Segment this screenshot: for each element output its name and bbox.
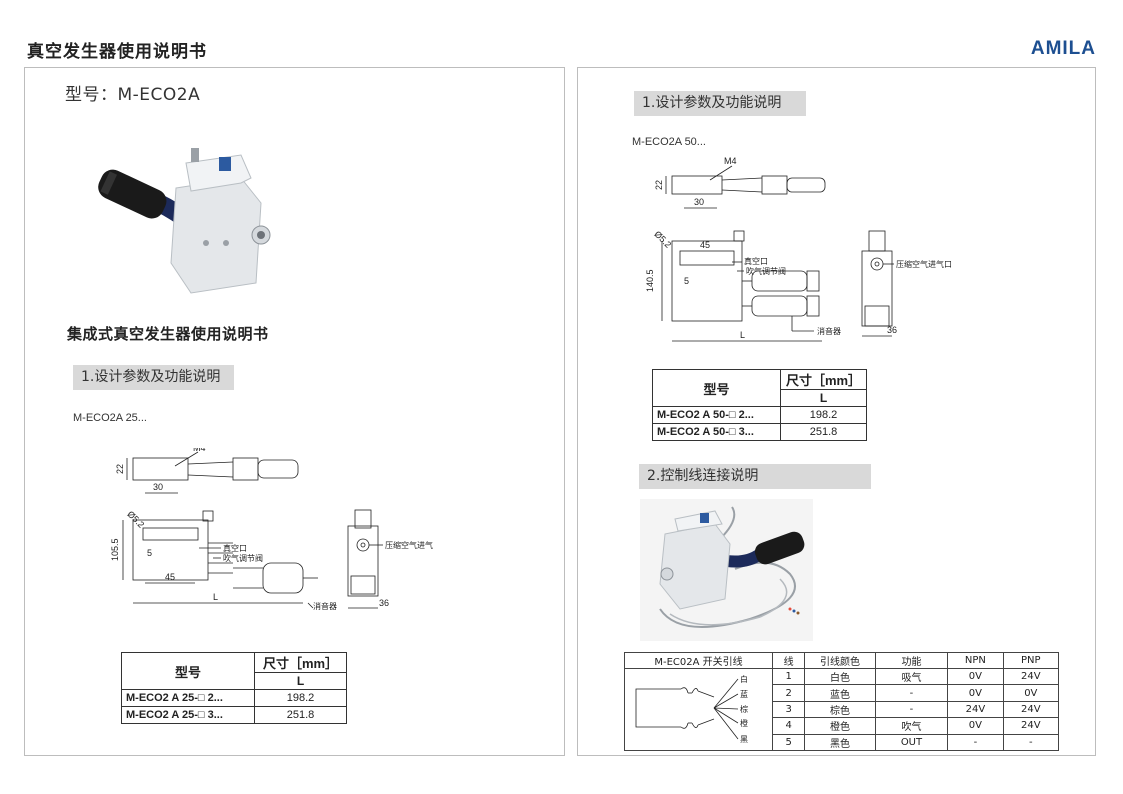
wiring-header-row: M-EC02A 开关引线 线 引线颜色 功能 NPN PNP xyxy=(623,652,1060,669)
table-row: 5 黑色 OUT - - xyxy=(625,733,1060,752)
dim-22: 22 xyxy=(654,180,664,190)
label-air-inlet: 压缩空气进气口 xyxy=(385,540,433,550)
dim-L: L xyxy=(740,330,745,340)
dim-140: 140.5 xyxy=(645,269,655,292)
left-panel: 型号：M-ECO2A 集成式真空发生器使用说明书 1.设计参数及功能说明 M-E… xyxy=(24,67,565,756)
dim-5: 5 xyxy=(684,276,689,286)
dim-36: 36 xyxy=(887,325,897,335)
table-row: M-ECO2 A 50-□ 2... 198.2 xyxy=(652,406,867,424)
dim-30: 30 xyxy=(694,197,704,207)
label-vacuum-port: 真空口 xyxy=(223,543,247,553)
label-vacuum-port: 真空口 xyxy=(744,256,768,266)
dim-105: 105.5 xyxy=(110,538,120,561)
section-tag-wiring: 2.控制线连接说明 xyxy=(639,464,871,489)
dim-phi: Ø5.2 xyxy=(652,229,673,250)
dim-5: 5 xyxy=(147,548,152,558)
label-muffler: 消音器 xyxy=(817,326,841,336)
table-header-model: 型号 xyxy=(121,652,255,690)
dim-45: 45 xyxy=(700,240,710,250)
section-tag-design: 1.设计参数及功能说明 xyxy=(73,365,234,390)
dim-36: 36 xyxy=(379,598,389,608)
table-row: M-ECO2 A 25-□ 2... 198.2 xyxy=(121,689,347,707)
wiring-diagram: 白 蓝 棕 橙 黑 xyxy=(623,668,774,751)
technical-drawing-25: M4 22 30 Ø5.2 105.5 5 45 L 36 真空口 吹气调节阀 … xyxy=(110,448,433,611)
table-header-size: 尺寸［mm］ xyxy=(780,369,867,390)
table-row: M-ECO2 A 25-□ 3... 251.8 xyxy=(121,706,347,724)
svg-text:棕: 棕 xyxy=(740,704,748,714)
dim-30: 30 xyxy=(153,482,163,492)
table-header-model: 型号 xyxy=(652,369,781,407)
cable-photo xyxy=(640,499,813,641)
sub-model-label: M-ECO2A 50... xyxy=(632,136,706,148)
table-header-L: L xyxy=(254,672,347,690)
section-tag-design: 1.设计参数及功能说明 xyxy=(634,91,806,116)
page-title: 真空发生器使用说明书 xyxy=(27,42,207,62)
table-row: M-ECO2 A 50-□ 3... 251.8 xyxy=(652,423,867,441)
dim-L: L xyxy=(213,592,218,602)
table-header-L: L xyxy=(780,389,867,407)
dim-phi: Ø5.2 xyxy=(125,509,146,530)
label-air-inlet: 压缩空气进气口 xyxy=(896,259,952,269)
dimension-table-25: 型号 尺寸［mm］ L M-ECO2 A 25-□ 2... 198.2 M-E… xyxy=(121,652,347,724)
right-panel: 1.设计参数及功能说明 M-ECO2A 50... xyxy=(577,67,1096,756)
brand-logo: AMILA xyxy=(1030,38,1096,59)
label-blow-valve: 吹气调节阀 xyxy=(746,266,786,276)
label-muffler: 消音器 xyxy=(313,601,337,611)
sub-model-label: M-ECO2A 25... xyxy=(73,412,147,424)
product-photo xyxy=(91,143,291,303)
dim-m4: M4 xyxy=(193,448,206,453)
svg-text:橙: 橙 xyxy=(740,718,748,728)
dim-22: 22 xyxy=(115,464,125,474)
table-row: 2 蓝色 - 0V 0V xyxy=(625,684,1060,702)
dim-45: 45 xyxy=(165,572,175,582)
table-header-size: 尺寸［mm］ xyxy=(254,652,347,673)
model-line: 型号：M-ECO2A xyxy=(65,85,201,105)
table-row: 白 蓝 棕 橙 黑 1 白色 吸气 0V 24V xyxy=(623,667,1060,751)
svg-text:白: 白 xyxy=(740,674,748,684)
svg-text:蓝: 蓝 xyxy=(740,689,748,699)
dim-m4: M4 xyxy=(724,156,737,166)
dimension-table-50: 型号 尺寸［mm］ L M-ECO2 A 50-□ 2... 198.2 M-E… xyxy=(652,369,867,441)
table-row: 3 棕色 - 24V 24V xyxy=(625,700,1060,719)
technical-drawing-50: M4 22 30 Ø5.2 140.5 5 45 L 36 真空口 吹气调节阀 … xyxy=(645,156,952,342)
section-heading: 集成式真空发生器使用说明书 xyxy=(67,325,269,343)
svg-text:黑: 黑 xyxy=(740,735,748,744)
label-blow-valve: 吹气调节阀 xyxy=(223,553,263,563)
wiring-table: M-EC02A 开关引线 线 引线颜色 功能 NPN PNP xyxy=(623,652,1060,752)
